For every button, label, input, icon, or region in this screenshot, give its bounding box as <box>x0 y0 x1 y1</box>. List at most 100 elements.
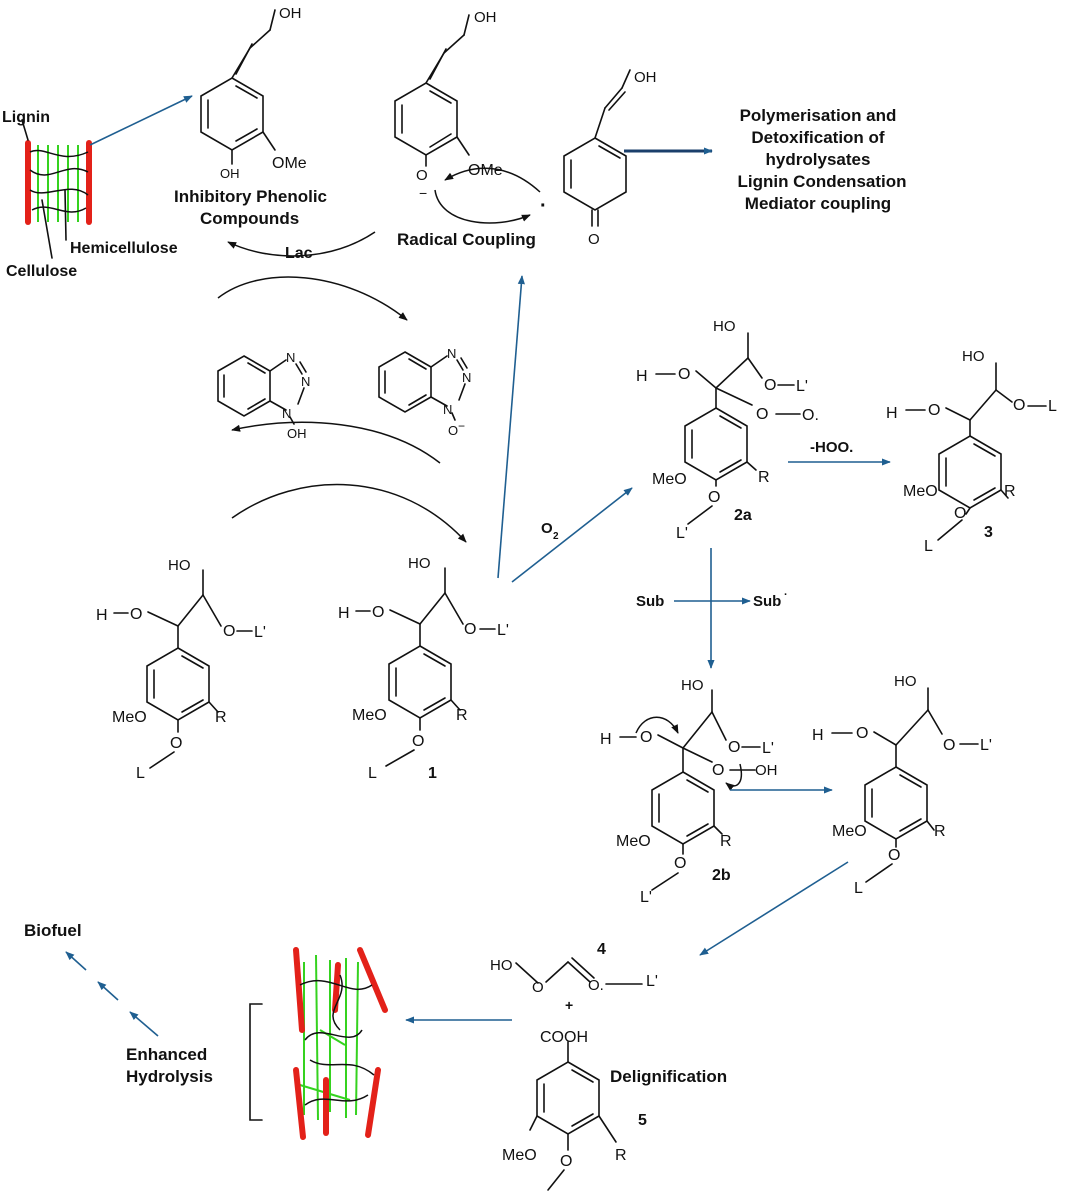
o2-subscript: 2 <box>553 531 559 542</box>
o2-label: O <box>541 520 553 537</box>
outcome-text: Detoxification of <box>751 128 885 147</box>
compound-5-structure <box>529 1041 617 1191</box>
oh-label: OH <box>634 69 657 86</box>
lignin-pointer <box>21 119 29 141</box>
mediator-cycle-arrow <box>231 483 467 543</box>
r-group-label: R <box>720 833 732 850</box>
compound-2a-number: 2a <box>734 507 752 524</box>
delignification-label: Delignification <box>610 1067 727 1086</box>
minus-charge: − <box>458 419 465 433</box>
o-atom: O <box>1013 397 1025 414</box>
o-atom: O <box>764 377 776 394</box>
ho-label: HO <box>490 957 513 974</box>
radical-path-arrow <box>497 275 525 579</box>
lignocellulose-illustration <box>25 140 92 225</box>
outcome-text: Lignin Condensation <box>737 172 906 191</box>
o-atom: O <box>130 606 142 623</box>
o-atom: O <box>756 406 768 423</box>
ho-label: HO <box>168 557 191 574</box>
l-label: L <box>368 765 377 782</box>
cellulose-label: Cellulose <box>6 263 77 280</box>
coupling-arrow <box>434 189 531 224</box>
oh-label: OH <box>287 426 307 441</box>
l-label: L <box>136 765 145 782</box>
meo-label: MeO <box>903 483 938 500</box>
compound-2b-structure <box>619 689 761 891</box>
laccase-cycle-arrow <box>217 276 408 321</box>
peroxyl-o-label: O. <box>802 407 819 424</box>
n-atom: N <box>462 370 471 385</box>
inhibitory-label: Compounds <box>200 209 299 228</box>
o-atom: O <box>412 733 424 750</box>
l-label: L <box>924 538 933 555</box>
alkoxyl-intermediate-structure <box>831 687 979 883</box>
hemicellulose-pointer <box>64 189 67 241</box>
carbonyl-o-label: O. <box>588 977 604 994</box>
phenolate-o-label: O <box>416 167 428 184</box>
sub-ox-dot: · <box>784 589 788 601</box>
o-atom: O <box>640 729 652 746</box>
o-atom: O <box>170 735 182 752</box>
h-atom: H <box>96 607 108 624</box>
o-atom: O <box>678 366 690 383</box>
radical-coupling-label: Radical Coupling <box>397 230 536 249</box>
compound-1-number: 1 <box>428 765 437 782</box>
coniferyl-alcohol-structure <box>200 9 276 165</box>
meo-label: MeO <box>652 471 687 488</box>
ome-label: OMe <box>272 155 307 172</box>
sub-label: Sub <box>636 593 664 610</box>
hemicellulose-label: Hemicellulose <box>70 240 178 257</box>
o-atom: O <box>532 979 544 996</box>
l-prime-label: L' <box>254 624 266 641</box>
biofuel-arrow <box>97 981 119 1001</box>
compound-4-number: 4 <box>597 941 606 958</box>
r-group-label: R <box>215 709 227 726</box>
l-prime-label: L' <box>646 973 658 990</box>
ho-label: HO <box>962 348 985 365</box>
cooh-label: COOH <box>540 1029 588 1046</box>
r-group-label: R <box>758 469 770 486</box>
radical-dot: · <box>540 195 547 217</box>
biofuel-label: Biofuel <box>24 921 82 940</box>
electron-push-arrow <box>635 716 679 734</box>
electron-push-arrow <box>725 763 742 791</box>
h-atom: H <box>600 731 612 748</box>
r-group-label: R <box>615 1147 627 1164</box>
compound-2a-structure <box>655 332 801 525</box>
l-prime-label: L' <box>796 378 808 395</box>
compound-3-structure <box>905 362 1047 541</box>
lignin-label: Lignin <box>2 109 50 126</box>
release-arrow <box>89 95 193 146</box>
o-atom: O <box>856 725 868 742</box>
ome-label: OMe <box>468 162 503 179</box>
cleavage-arrow <box>699 861 849 956</box>
o-atom: O <box>372 604 384 621</box>
o-atom: O <box>888 847 900 864</box>
n-atom: N <box>447 346 456 361</box>
n-atom: N <box>443 402 452 417</box>
o-atom: O <box>928 402 940 419</box>
oh-label: OH <box>279 5 302 22</box>
n-atom: N <box>301 374 310 389</box>
n-atom: N <box>282 406 291 421</box>
plus-sign: + <box>565 997 573 1013</box>
o-atom: O <box>674 855 686 872</box>
minus-charge: − <box>419 185 427 201</box>
compound-4-structure <box>515 957 643 985</box>
meo-label: MeO <box>832 823 867 840</box>
h-atom: H <box>338 605 350 622</box>
ho-label: HO <box>894 673 917 690</box>
l-prime-label: L' <box>676 525 688 542</box>
l-label: L <box>1048 398 1057 415</box>
outcome-text: Polymerisation and <box>740 106 897 125</box>
l-prime-label: L' <box>980 737 992 754</box>
outcome-text: Mediator coupling <box>745 194 891 213</box>
l-prime-label: L' <box>497 622 509 639</box>
oh-label: OH <box>220 166 240 181</box>
r-group-label: R <box>1004 483 1016 500</box>
delignified-biomass-illustration <box>293 947 388 1140</box>
meo-label: MeO <box>616 833 651 850</box>
oh-label: OH <box>474 9 497 26</box>
compound-5-number: 5 <box>638 1112 647 1129</box>
